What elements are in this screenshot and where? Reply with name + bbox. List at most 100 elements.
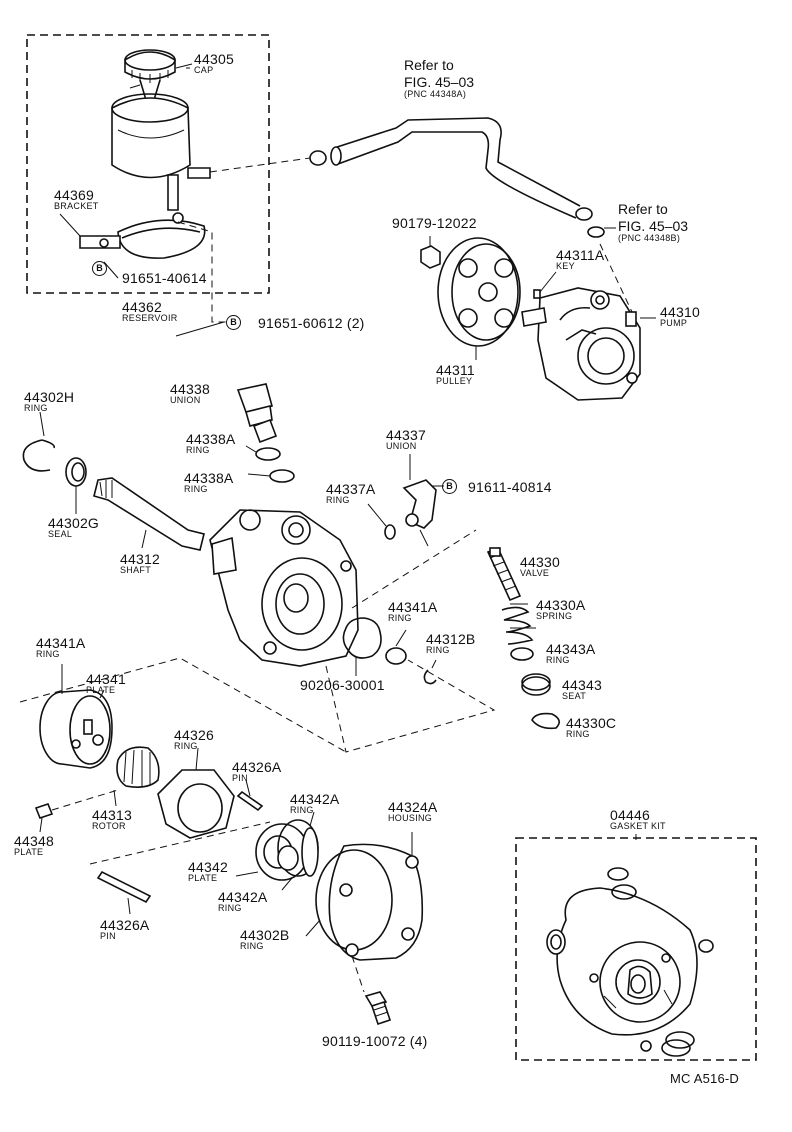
part-name: RING	[36, 649, 60, 659]
part-name: PLATE	[14, 847, 44, 857]
label-union-337: 44337 UNION	[386, 428, 426, 451]
label-pin-326a-1: 44326A PIN	[232, 760, 281, 783]
seat-shape	[521, 673, 551, 696]
pump-assembly-shape	[521, 287, 641, 401]
part-name: HOUSING	[388, 813, 433, 823]
label-plate-341: 44341 PLATE	[86, 672, 126, 695]
cam-ring-shape	[157, 769, 235, 839]
label-ring-302b: 44302B RING	[240, 928, 289, 951]
label-bracket: 44369 BRACKET	[54, 188, 99, 211]
part-number: 44342A	[290, 791, 340, 807]
nut-shape	[420, 245, 441, 269]
part-name: RING	[218, 903, 242, 913]
part-name: SEAT	[562, 691, 587, 701]
part-number: 44342	[188, 859, 228, 875]
label-cap: 44305 CAP	[194, 52, 234, 75]
part-name: RING	[186, 445, 210, 455]
label-ring-341a-l: 44341A RING	[36, 636, 85, 659]
part-number: 44324A	[388, 799, 438, 815]
gasket-kit-shape	[546, 867, 714, 1057]
label-ring-330c: 44330C RING	[566, 716, 616, 739]
shaft-shape	[93, 477, 205, 551]
part-number: 44338	[170, 381, 210, 397]
figure-code: MC A516-D	[670, 1071, 739, 1086]
label-reservoir: 44362 RESERVOIR	[122, 300, 178, 323]
part-name: SPRING	[536, 611, 573, 621]
label-ring-337a: 44337A RING	[326, 482, 375, 505]
part-name: RING	[290, 805, 314, 815]
bolt-b-badge: B	[92, 261, 107, 276]
reservoir-group-box	[26, 34, 270, 294]
pulley-shape	[437, 237, 521, 347]
part-name: GASKET KIT	[610, 821, 666, 831]
bolt-90119-shape	[364, 991, 392, 1026]
valve-shape	[486, 546, 522, 602]
pump-body-shape	[209, 509, 359, 667]
gasket-90206-shape	[342, 617, 382, 659]
label-valve: 44330 VALVE	[520, 555, 560, 578]
part-name: RING	[426, 645, 450, 655]
part-name: UNION	[386, 441, 417, 451]
label-gasket-206: 90206-30001	[300, 677, 385, 693]
label-housing: 44324A HOUSING	[388, 800, 437, 823]
part-qty: (4)	[409, 1033, 428, 1049]
label-key: 44311A KEY	[556, 248, 604, 271]
label-nut: 90179-12022	[392, 215, 477, 231]
part-number: 44337	[386, 427, 426, 443]
part-number: 44302B	[240, 927, 290, 943]
part-number: 44326A	[232, 759, 282, 775]
ring-44302h-shape	[22, 439, 56, 472]
part-number: 44330C	[566, 715, 617, 731]
part-number: 91651-60612	[258, 315, 343, 331]
part-name: RING	[546, 655, 570, 665]
part-number: 44302G	[48, 515, 100, 531]
part-number: 44348	[14, 833, 54, 849]
part-number: 44341	[86, 671, 126, 687]
part-qty: (2)	[346, 315, 365, 331]
pin-long-shape	[96, 870, 152, 904]
label-spring: 44330A SPRING	[536, 598, 585, 621]
plate-44348-shape	[34, 803, 54, 819]
refer-line1: Refer to	[404, 57, 454, 73]
union-44337-shape	[402, 479, 437, 547]
label-refer-a: Refer to FIG. 45–03 (PNC 44348A)	[404, 58, 474, 99]
part-number: 44342A	[218, 889, 268, 905]
pin-short-shape	[236, 790, 264, 812]
reservoir-tank-shape	[111, 93, 211, 211]
refer-line1: Refer to	[618, 201, 668, 217]
part-name: RING	[388, 613, 412, 623]
part-name: UNION	[170, 395, 201, 405]
refer-line3: (PNC 44348B)	[618, 233, 681, 243]
part-name: PIN	[100, 931, 116, 941]
part-name: PLATE	[86, 685, 116, 695]
part-number: 44305	[194, 51, 234, 67]
ring-44342a-shape	[301, 827, 319, 877]
spring-shape	[501, 606, 534, 645]
part-name: BRACKET	[54, 201, 99, 211]
part-number: 44362	[122, 299, 162, 315]
label-ring-341a-r: 44341A RING	[388, 600, 437, 623]
part-number: 90119-10072	[322, 1033, 406, 1049]
part-name: SHAFT	[120, 565, 152, 575]
part-name: RESERVOIR	[122, 313, 178, 323]
part-number: 44338A	[186, 431, 236, 447]
part-name: PULLEY	[436, 376, 473, 386]
part-number: 44313	[92, 807, 132, 823]
union-44338-shape	[236, 383, 278, 444]
label-bolt-d: 90119-10072 (4)	[322, 1034, 428, 1048]
part-number: 44311A	[556, 247, 605, 263]
part-name: VALVE	[520, 568, 550, 578]
ring-44312b-shape	[423, 669, 437, 685]
label-ring-326: 44326 RING	[174, 728, 214, 751]
seal-shape	[65, 457, 87, 487]
part-number: 44343A	[546, 641, 596, 657]
part-name: RING	[174, 741, 198, 751]
plate-44341-shape	[39, 689, 113, 769]
part-name: CAP	[194, 65, 214, 75]
part-number: 44341A	[388, 599, 438, 615]
part-name: PUMP	[660, 318, 688, 328]
part-number: 44330A	[536, 597, 586, 613]
rotor-shape	[116, 746, 160, 788]
hose-shape	[309, 117, 593, 221]
